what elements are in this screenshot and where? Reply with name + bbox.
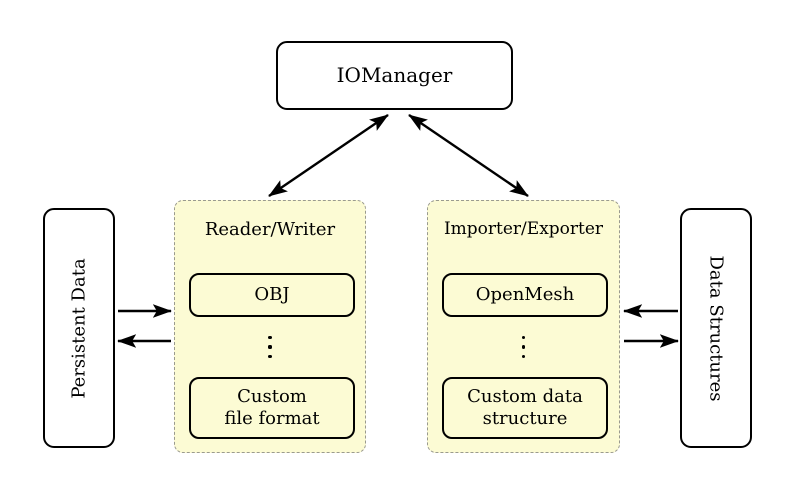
node-obj-label: OBJ — [254, 284, 290, 306]
connector-iomanager-readerwriter — [268, 114, 389, 197]
node-persistent-data-label: Persistent Data — [68, 257, 90, 399]
node-custom-file-format-line2: file format — [224, 408, 320, 429]
node-obj[interactable]: OBJ — [189, 273, 355, 317]
node-persistent-data[interactable]: Persistent Data — [43, 208, 115, 448]
node-data-structures[interactable]: Data Structures — [680, 208, 752, 448]
node-custom-file-format-line1: Custom — [237, 386, 307, 408]
ellipsis-importer-exporter — [428, 323, 619, 371]
node-data-structures-label: Data Structures — [705, 254, 727, 402]
node-openmesh[interactable]: OpenMesh — [442, 273, 608, 317]
node-iomanager[interactable]: IOManager — [276, 41, 513, 110]
group-panel-importer-exporter-title: Importer/Exporter — [443, 219, 604, 239]
node-custom-data-structure-line2: structure — [482, 408, 568, 429]
ellipsis-reader-writer — [175, 323, 365, 371]
group-panel-reader-writer[interactable]: Reader/Writer OBJ Custom file format — [174, 200, 366, 453]
node-iomanager-label: IOManager — [336, 62, 453, 87]
group-panel-reader-writer-title: Reader/Writer — [204, 219, 336, 240]
node-openmesh-label: OpenMesh — [475, 284, 575, 306]
group-panel-importer-exporter[interactable]: Importer/Exporter OpenMesh Custom data s… — [427, 200, 620, 453]
node-custom-file-format[interactable]: Custom file format — [189, 377, 355, 439]
node-custom-data-structure-line1: Custom data — [467, 386, 583, 408]
node-custom-data-structure[interactable]: Custom data structure — [442, 377, 608, 439]
connector-iomanager-importerexporter — [408, 114, 529, 197]
